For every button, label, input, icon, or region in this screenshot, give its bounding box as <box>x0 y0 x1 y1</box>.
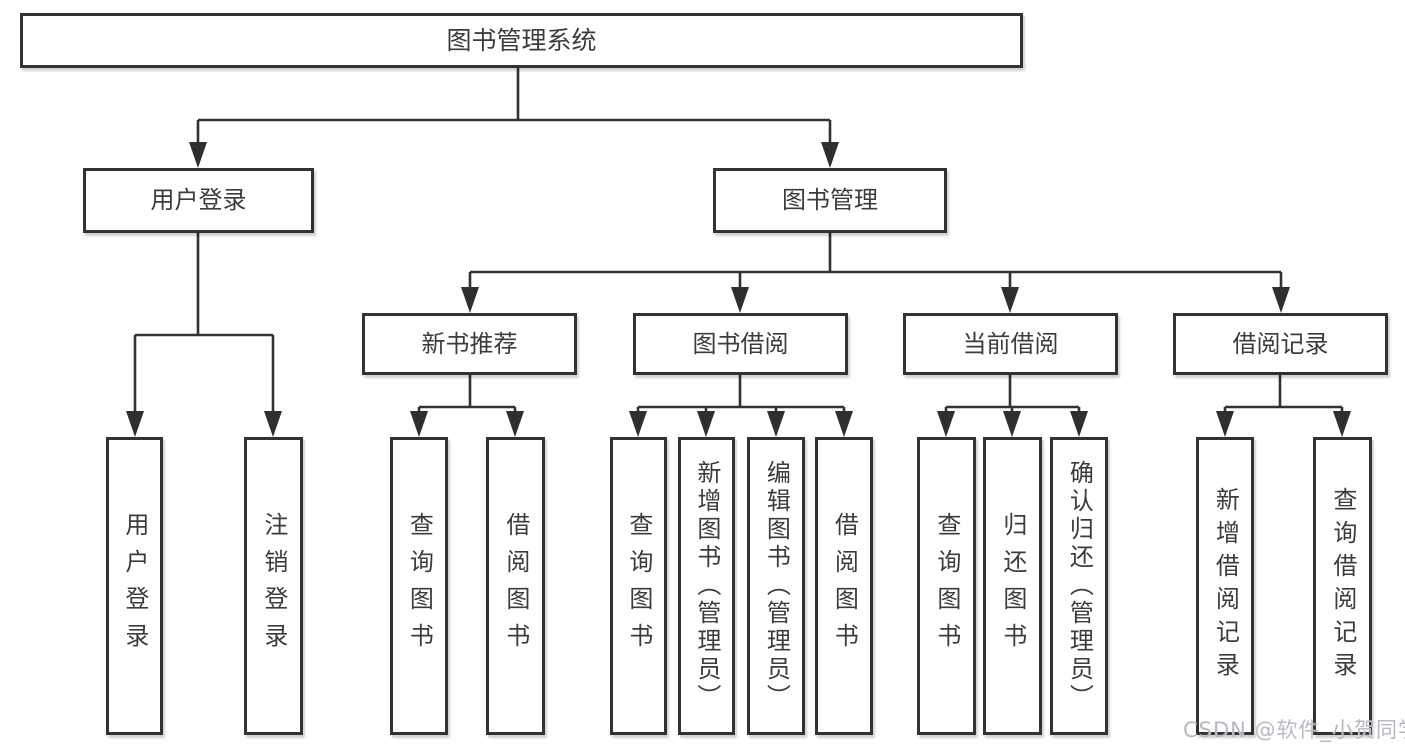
leaf-add-borrow-record: 新增借阅记录 <box>1196 437 1254 735</box>
node-book-borrowing: 图书借阅 <box>633 313 848 375</box>
leaf-logout: 注销登录 <box>244 437 303 735</box>
node-current-borrowing: 当前借阅 <box>903 313 1118 375</box>
node-new-book-recommend: 新书推荐 <box>362 313 577 375</box>
leaf-query-borrow-record: 查询借阅记录 <box>1313 437 1372 735</box>
leaf-confirm-return-admin: 确认归还（管理员） <box>1050 437 1108 735</box>
node-book-management: 图书管理 <box>713 168 947 233</box>
node-library-management-system: 图书管理系统 <box>20 13 1023 68</box>
node-borrowing-records: 借阅记录 <box>1173 313 1388 375</box>
arrowheads <box>126 142 1351 437</box>
leaf-borrow-books-recommend: 借阅图书 <box>486 437 545 735</box>
csdn-watermark: CSDN @软件_小贺同学 <box>1183 718 1405 742</box>
leaf-borrow-books-borrowing: 借阅图书 <box>815 437 873 735</box>
leaf-add-book-admin: 新增图书（管理员） <box>678 437 735 735</box>
node-user-login: 用户登录 <box>83 168 314 233</box>
leaf-edit-book-admin: 编辑图书（管理员） <box>747 437 805 735</box>
leaf-return-books: 归还图书 <box>983 437 1042 735</box>
leaf-user-login: 用户登录 <box>106 437 163 735</box>
leaf-query-books-recommend: 查询图书 <box>390 437 448 735</box>
leaf-query-books-borrowing: 查询图书 <box>610 437 667 735</box>
leaf-query-books-current: 查询图书 <box>917 437 976 735</box>
